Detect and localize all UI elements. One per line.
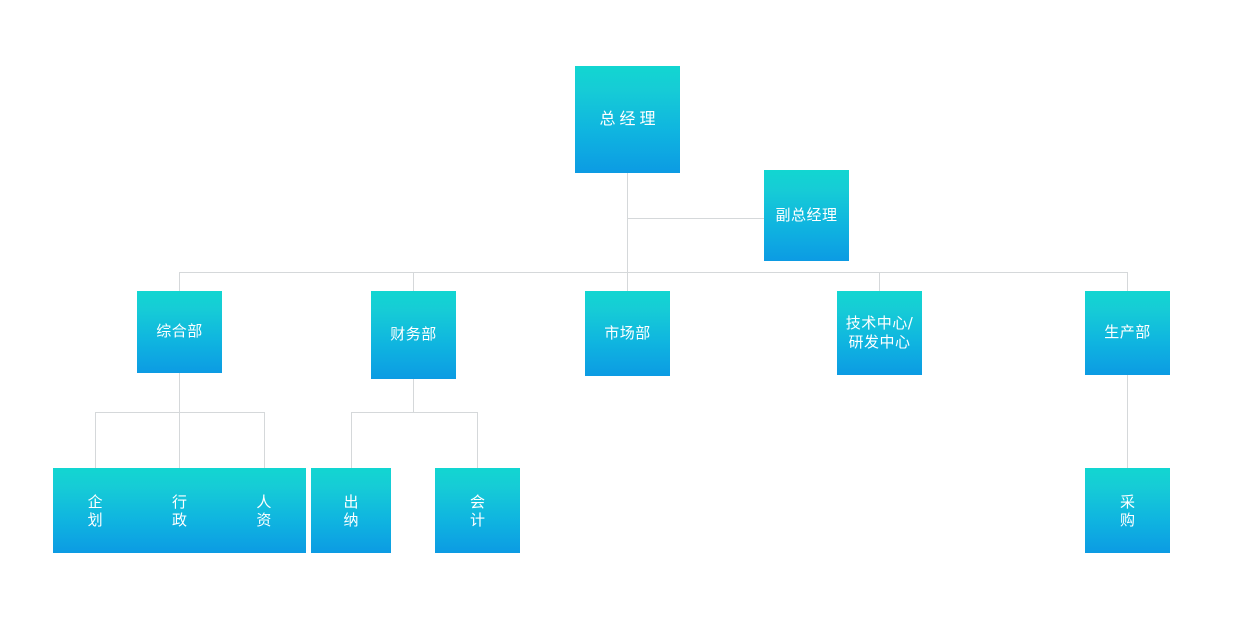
node-procurement-label: 采购 — [1120, 492, 1136, 529]
connector-bus-to-production — [1127, 272, 1128, 291]
node-deputy-general-manager[interactable]: 副总经理 — [764, 170, 849, 261]
connector-bus-to-marketing — [627, 272, 628, 291]
node-planning-label: 企划 — [87, 492, 104, 529]
procurement-row: 采购 — [1085, 468, 1170, 553]
node-administration-label: 行政 — [171, 492, 188, 529]
connector-production-to-procurement — [1127, 375, 1128, 468]
connector-level3-bus — [179, 272, 1127, 273]
connector-to-cashier — [351, 412, 352, 468]
node-marketing[interactable]: 市场部 — [585, 291, 670, 376]
connector-gm-to-deputy — [627, 218, 764, 219]
accounting-row: 会计 — [435, 468, 520, 553]
procurement-cell: 采购 — [1085, 468, 1170, 553]
node-planning[interactable]: 企划 — [53, 468, 137, 553]
cashier-cell: 出纳 — [311, 468, 391, 553]
node-accounting[interactable]: 会计 — [435, 468, 520, 553]
accounting-cell: 会计 — [435, 468, 520, 553]
node-general-affairs[interactable]: 综合部 — [137, 291, 222, 373]
connector-gm-stem — [627, 173, 628, 272]
connector-general-affairs-stem — [179, 373, 180, 412]
connector-finance-bus — [351, 412, 477, 413]
connector-finance-stem — [413, 379, 414, 412]
cashier-row: 出纳 — [311, 468, 391, 553]
node-general-manager[interactable]: 总经理 — [575, 66, 680, 173]
node-tech-center[interactable]: 技术中心/ 研发中心 — [837, 291, 922, 375]
connector-bus-to-general-affairs — [179, 272, 180, 291]
connector-to-human-resources — [264, 412, 265, 468]
connector-bus-to-tech-center — [879, 272, 880, 291]
node-human-resources[interactable]: 人资 — [222, 468, 306, 553]
connector-bus-to-finance — [413, 272, 414, 291]
connector-to-accounting — [477, 412, 478, 468]
node-human-resources-label: 人资 — [256, 492, 272, 529]
node-finance[interactable]: 财务部 — [371, 291, 456, 379]
connector-to-administration — [179, 412, 180, 468]
node-production[interactable]: 生产部 — [1085, 291, 1170, 375]
node-procurement[interactable]: 采购 — [1085, 468, 1170, 553]
node-administration[interactable]: 行政 — [137, 468, 221, 553]
node-cashier-label: 出纳 — [343, 492, 360, 529]
subunit-row: 企划 行政 人资 — [53, 468, 306, 553]
node-accounting-label: 会计 — [470, 492, 486, 529]
node-general-affairs-subunits: 企划 行政 人资 — [53, 468, 306, 553]
node-cashier[interactable]: 出纳 — [311, 468, 391, 553]
connector-to-planning — [95, 412, 96, 468]
